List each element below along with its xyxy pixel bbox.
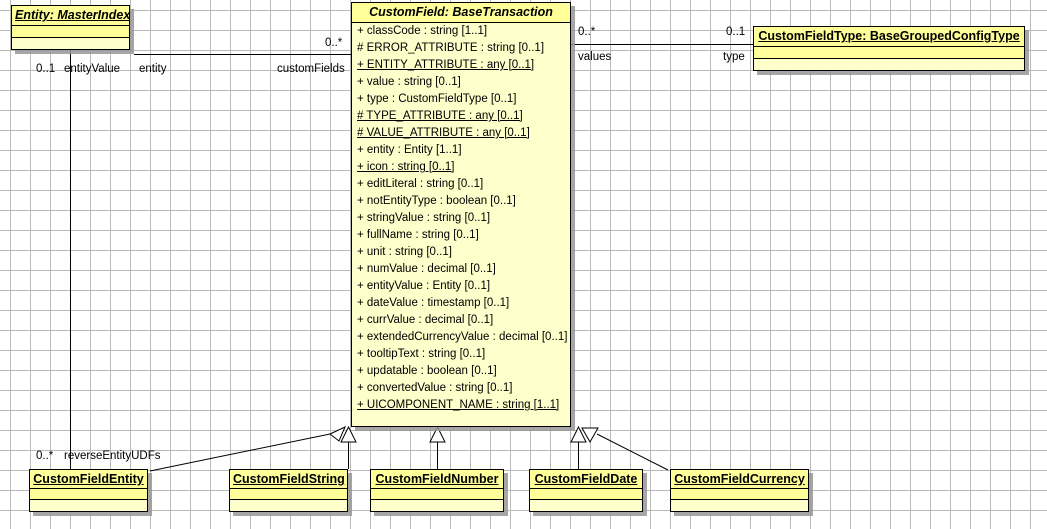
class-name-custom-field: CustomField: BaseTransaction [352,3,570,23]
gen-line-customfieldentity [149,433,331,472]
class-name-master-index: Entity: MasterIndex [12,6,129,26]
class-box-custom-field-number[interactable]: CustomFieldNumber [370,469,504,512]
class-attribute-row: + value : string [0..1] [357,76,461,88]
class-box-custom-field-date[interactable]: CustomFieldDate [529,469,643,512]
class-box-custom-field-string[interactable]: CustomFieldString [229,469,348,512]
class-attributes-compartment-custom-field-entity [30,489,147,500]
class-operations-compartment-custom-field-date [530,500,642,511]
class-attribute-row: + currValue : decimal [0..1] [357,314,494,326]
label-role-customfields: customFields [277,63,345,75]
class-name-custom-field-number: CustomFieldNumber [371,470,503,489]
class-name-custom-field-entity: CustomFieldEntity [30,470,147,489]
class-attribute-row: # VALUE_ATTRIBUTE : any [0..1] [357,127,530,139]
class-attribute-row: # ERROR_ATTRIBUTE : string [0..1] [357,42,545,54]
class-operations-compartment-custom-field-type [754,59,1024,70]
class-box-custom-field-entity[interactable]: CustomFieldEntity [29,469,148,512]
class-attribute-row: + ENTITY_ATTRIBUTE : any [0..1] [357,59,535,71]
class-name-custom-field-date: CustomFieldDate [530,470,642,489]
class-name-custom-field-type: CustomFieldType: BaseGroupedConfigType [754,27,1024,47]
class-attributes-compartment-custom-field-type [754,47,1024,59]
gen-arrow-customfieldcurrency [581,427,599,444]
class-attribute-row: + stringValue : string [0..1] [357,212,491,224]
class-box-custom-field[interactable]: CustomField: BaseTransaction + classCode… [351,2,571,427]
label-multiplicity-values-end: 0..* [578,26,596,38]
class-operations-compartment-custom-field-currency [671,500,808,511]
class-attribute-row: + dateValue : timestamp [0..1] [357,297,510,309]
class-attribute-row: + extendedCurrencyValue : decimal [0..1] [357,331,568,343]
class-attribute-row: + unit : string [0..1] [357,246,452,258]
gen-arrow-customfieldentity [329,425,346,442]
label-multiplicity-customfields-end: 0..* [325,37,343,49]
class-attributes-compartment-master-index [12,26,129,38]
class-attributes-compartment-custom-field: + classCode : string [1..1] # ERROR_ATTRI… [352,23,570,414]
class-attribute-row: + entity : Entity [1..1] [357,144,462,156]
class-attribute-row: # TYPE_ATTRIBUTE : any [0..1] [357,110,523,122]
class-attribute-row: + updatable : boolean [0..1] [357,365,497,377]
class-attribute-row: + tooltipText : string [0..1] [357,348,486,360]
class-box-master-index[interactable]: Entity: MasterIndex [11,5,130,50]
class-attributes-compartment-custom-field-string [230,489,347,500]
class-name-custom-field-string: CustomFieldString [230,470,347,489]
label-multiplicity-reverse-entity-udfs: 0..* [36,450,54,462]
class-attribute-row: + editLiteral : string [0..1] [357,178,484,190]
gen-arrow-customfielddate [570,425,587,443]
gen-line-customfieldcurrency [596,433,669,471]
class-name-custom-field-currency: CustomFieldCurrency [671,470,808,489]
class-attribute-row: + numValue : decimal [0..1] [357,263,496,275]
class-attribute-row: + UICOMPONENT_NAME : string [1..1] [357,399,560,411]
label-role-reverseentityudfs: reverseEntityUDFs [64,450,161,462]
class-attributes-compartment-custom-field-date [530,489,642,500]
class-operations-compartment-custom-field-entity [30,500,147,511]
class-operations-compartment-custom-field-string [230,500,347,511]
label-role-type: type [723,51,745,63]
class-box-custom-field-currency[interactable]: CustomFieldCurrency [670,469,809,512]
class-attribute-row: + classCode : string [1..1] [357,25,488,37]
class-attributes-compartment-custom-field-number [371,489,503,500]
label-role-entityvalue: entityValue [64,63,121,75]
class-attributes-compartment-custom-field-currency [671,489,808,500]
class-attribute-row: + notEntityType : boolean [0..1] [357,195,516,207]
class-attribute-row: + type : CustomFieldType [0..1] [357,93,517,105]
label-role-values: values [578,51,612,63]
gen-arrow-customfieldstring [340,425,357,443]
label-multiplicity-entity-end: 0..1 [36,63,56,75]
class-attribute-row: + fullName : string [0..1] [357,229,479,241]
class-operations-compartment-master-index [12,38,129,49]
label-role-entity: entity [139,63,167,75]
class-attribute-row: + icon : string [0..1] [357,161,455,173]
class-attribute-row: + convertedValue : string [0..1] [357,382,513,394]
label-multiplicity-type-end: 0..1 [726,26,746,38]
gen-arrow-customfieldnumber [429,425,446,443]
class-box-custom-field-type[interactable]: CustomFieldType: BaseGroupedConfigType [753,26,1025,71]
class-operations-compartment-custom-field-number [371,500,503,511]
class-attribute-row: + entityValue : Entity [0..1] [357,280,491,292]
